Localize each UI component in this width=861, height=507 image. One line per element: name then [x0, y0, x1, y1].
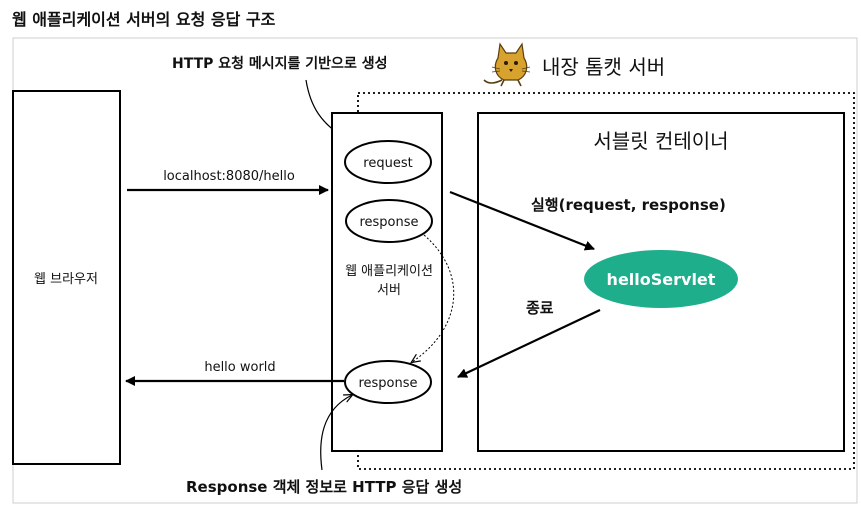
hello-servlet-label: helloServlet — [607, 270, 716, 289]
web-browser-label: 웹 브라우저 — [34, 272, 98, 287]
request-label: request — [363, 156, 412, 171]
response-object-top: response — [345, 199, 433, 243]
was-label-line2: 서버 — [377, 283, 401, 298]
finish-label: 종료 — [526, 299, 554, 317]
response-body-label: hello world — [204, 360, 275, 375]
request-object: request — [344, 140, 432, 184]
page-title: 웹 애플리케이션 서버의 요청 응답 구조 — [12, 10, 276, 29]
response-top-label: response — [359, 215, 418, 230]
finish-arrow — [457, 309, 601, 378]
response-note: Response 객체 정보로 HTTP 응답 생성 — [186, 478, 462, 496]
execute-label: 실행(request, response) — [531, 196, 726, 214]
hello-servlet: helloServlet — [584, 250, 738, 308]
request-url-label: localhost:8080/hello — [163, 169, 295, 184]
web-browser-box: 웹 브라우저 — [12, 90, 121, 465]
tomcat-cat-logo-icon — [483, 42, 531, 87]
response-note-arrow — [320, 395, 352, 471]
response-bottom-label: response — [358, 376, 417, 391]
embedded-tomcat-label: 내장 톰캣 서버 — [542, 55, 665, 79]
response-object-bottom: response — [344, 360, 432, 404]
servlet-container-label: 서블릿 컨테이너 — [593, 129, 728, 153]
http-request-note: HTTP 요청 메시지를 기반으로 생성 — [172, 55, 387, 72]
was-label-line1: 웹 애플리케이션 — [345, 264, 433, 279]
response-flow-dotted-arrow — [412, 234, 455, 362]
execute-arrow — [449, 190, 595, 251]
